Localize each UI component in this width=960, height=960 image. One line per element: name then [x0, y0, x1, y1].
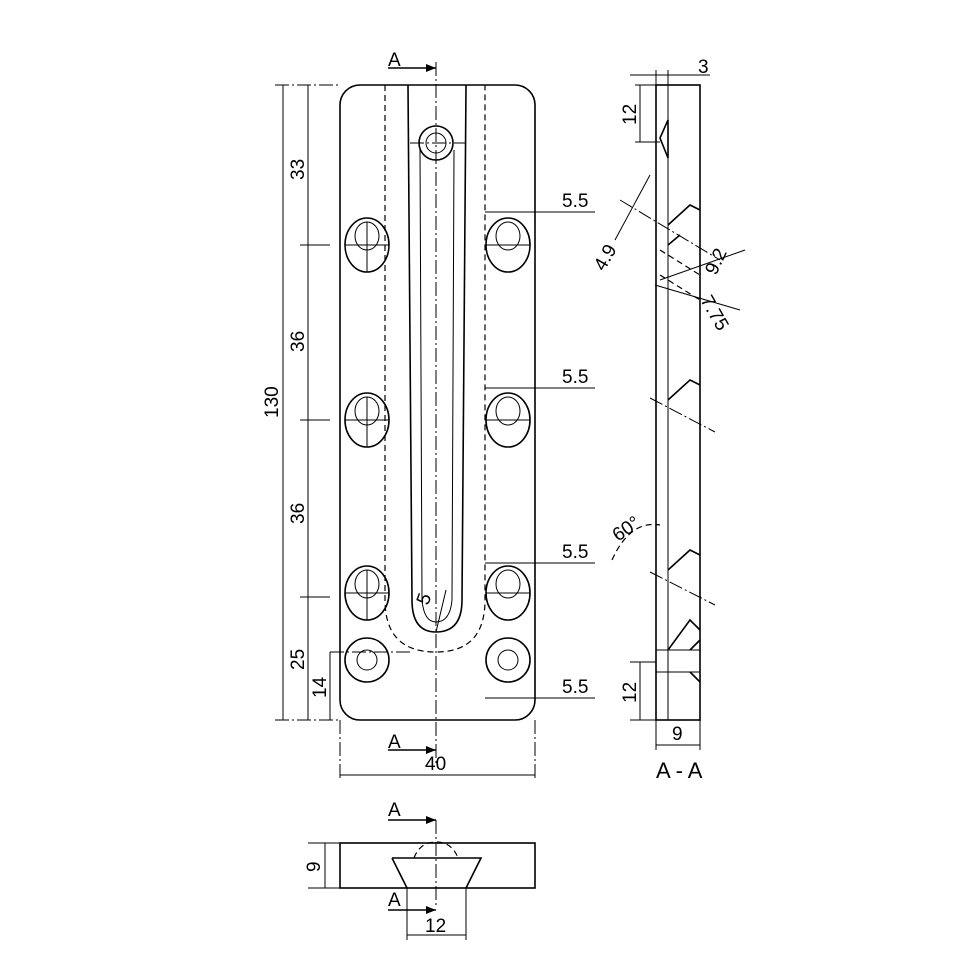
dim-spacing-mid-2: 36	[288, 503, 309, 524]
slot-hidden-edge	[384, 85, 486, 653]
section-mark-bottom: A	[388, 732, 401, 753]
plate-outline	[339, 84, 536, 721]
dim-spacing-top: 33	[288, 159, 309, 180]
section-arrows	[388, 64, 436, 754]
bottom-outline	[339, 842, 536, 889]
section-view: 3 12 4.9 9.2 7.75 60° 12 9 A - A	[590, 57, 746, 783]
dim-hole-dia-small: 4.9	[590, 241, 621, 274]
dim-spacing-bottom: 25	[288, 649, 309, 670]
dim-thickness: 9	[672, 724, 683, 745]
dim-bottom-offset: 12	[620, 682, 641, 703]
section-mark-bottom-view-top: A	[388, 800, 401, 821]
dim-top-offset: 12	[620, 104, 641, 125]
dim-countersink-width: 12	[425, 916, 446, 937]
dim-spacing-mid-1: 36	[288, 331, 309, 352]
dim-countersink-angle: 60°	[609, 512, 645, 546]
slot-inner-edge	[419, 149, 455, 623]
angled-holes	[611, 174, 746, 683]
dim-hole-offset-3: 5.5	[562, 542, 588, 563]
dim-width: 40	[425, 754, 446, 775]
section-outline	[655, 84, 701, 721]
top-hole	[410, 125, 465, 161]
dim-hole-offset-1: 5.5	[562, 191, 588, 212]
dim-hole-offset-2: 5.5	[562, 367, 588, 388]
side-holes	[344, 217, 531, 621]
front-view: A A 130 33 36 36 25 14 40 5 5.5 5.5 5.5 …	[262, 50, 595, 780]
dim-thickness-top: 3	[698, 57, 709, 78]
section-view-title: A - A	[656, 758, 703, 783]
slot-outline	[407, 84, 467, 633]
dim-hole-depth: 7.75	[696, 292, 733, 335]
dim-bottom-height: 9	[304, 861, 325, 872]
section-mark-bottom-view-bottom: A	[388, 890, 401, 911]
dim-hole-dia-large: 9.2	[701, 245, 731, 278]
bottom-holes	[330, 637, 531, 683]
dim-hole-offset-4: 5.5	[562, 677, 588, 698]
bottom-view: A A 9 12	[304, 800, 536, 940]
section-mark-top: A	[388, 50, 401, 71]
dimension-lines	[275, 84, 595, 780]
dim-slot-radius: 5	[413, 591, 436, 608]
dim-bottom-hole-offset: 14	[310, 676, 331, 698]
dim-overall-length: 130	[262, 386, 283, 418]
